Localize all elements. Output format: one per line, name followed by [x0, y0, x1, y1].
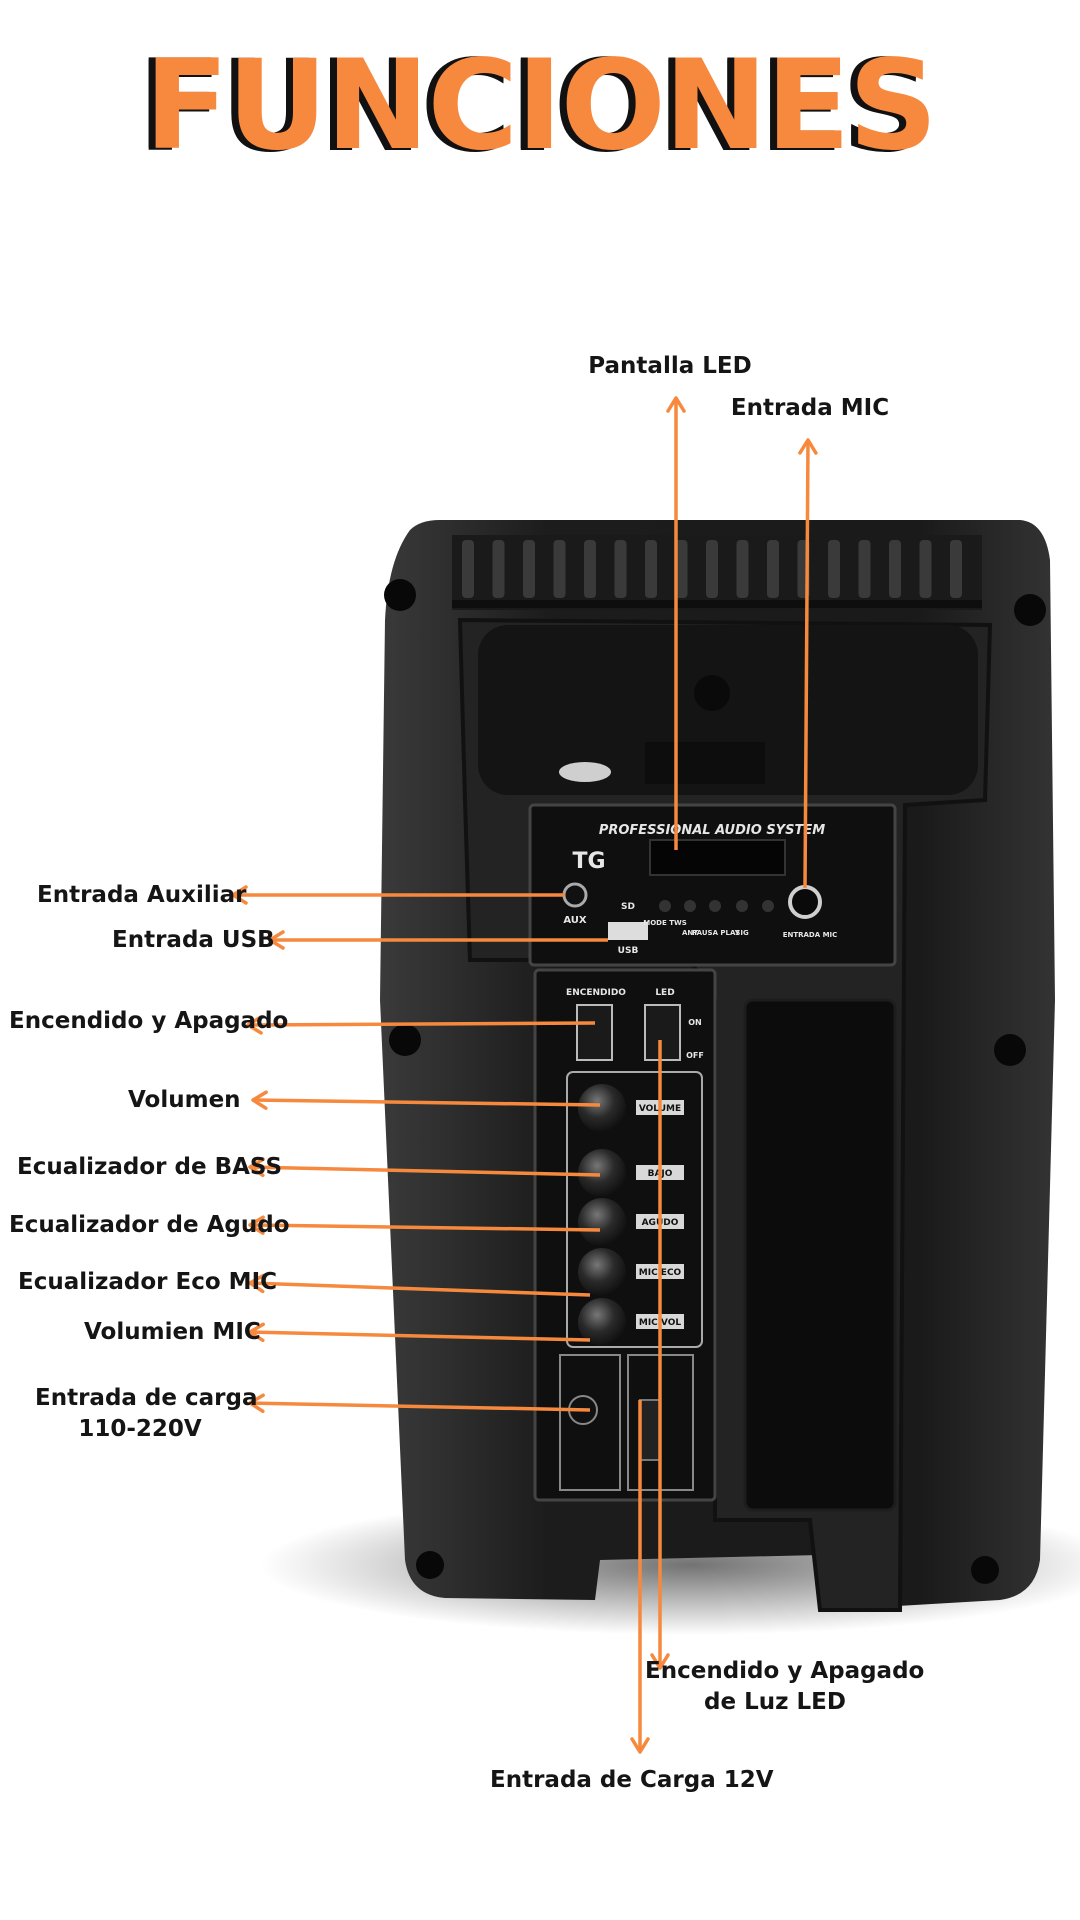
grille-slot	[736, 540, 749, 598]
arrow-head-entrada-carga-12v	[630, 1737, 650, 1754]
arrow-head-volumen-mic	[248, 1322, 265, 1343]
grille-slot	[553, 540, 566, 598]
callout-entrada-usb: Entrada USB	[112, 927, 275, 953]
callout-ecualizador-agudo: Ecualizador de Agudo	[9, 1212, 290, 1238]
svg-text:MODE TWS: MODE TWS	[643, 919, 686, 927]
grille-slot	[706, 540, 718, 598]
power-switch	[576, 1004, 613, 1061]
arrow-line-ecualizador-eco-mic	[249, 1281, 591, 1297]
arrow-line-ecualizador-agudo	[249, 1223, 601, 1232]
callout-ecualizador-bass: Ecualizador de BASS	[17, 1154, 283, 1180]
grille-slots	[462, 540, 962, 598]
svg-text:ENTRADA MIC: ENTRADA MIC	[783, 931, 838, 939]
page-title: FUNCIONES	[144, 34, 938, 178]
arrow-head-volumen	[251, 1090, 268, 1110]
arrow-head-ecualizador-agudo	[248, 1215, 265, 1235]
grille-slot	[767, 540, 779, 598]
grille-slot	[828, 540, 840, 598]
speaker-body	[380, 520, 1055, 1612]
volume-knob	[578, 1084, 626, 1132]
lower-panel: ENCENDIDO LED ON OFF VOLUME BAJO AGUDO M…	[533, 968, 717, 1502]
grille-slot	[462, 540, 474, 598]
callout-encendido-apagado: Encendido y Apagado	[9, 1008, 289, 1034]
mic-echo-knob	[578, 1248, 626, 1296]
callout-entrada-carga-12v: Entrada de Carga 12V	[490, 1767, 774, 1793]
callout-volumen: Volumen	[128, 1087, 241, 1113]
brand-mark: TG	[572, 849, 605, 874]
callout-encendido-luz-led-line2: de Luz LED	[704, 1689, 846, 1715]
callout-entrada-mic: Entrada MIC	[730, 395, 890, 421]
callout-entrada-carga-line2: 110-220V	[78, 1416, 202, 1442]
arrow-head-encendido-apagado	[246, 1015, 263, 1035]
svg-text:OFF: OFF	[686, 1051, 704, 1060]
arrow-line-volumen	[252, 1098, 601, 1107]
led-display	[649, 839, 786, 876]
svg-text:AUX: AUX	[563, 915, 587, 926]
grille-slot	[645, 540, 657, 598]
grille-slot	[523, 540, 535, 598]
arrow-line-entrada-carga	[249, 1401, 591, 1412]
treble-knob	[578, 1198, 626, 1246]
svg-text:USB: USB	[618, 946, 639, 956]
grille-slot	[492, 540, 505, 598]
svg-text:SIG: SIG	[735, 929, 749, 937]
svg-text:SD: SD	[621, 902, 635, 912]
arrow-line-entrada-mic	[803, 439, 810, 889]
callout-volumen-mic: Volumien MIC	[84, 1319, 261, 1345]
grille-slot	[858, 540, 871, 598]
callout-encendido-luz-led: Encendido y Apagado de Luz LED	[645, 1656, 925, 1718]
arrow-head-entrada-carga	[248, 1393, 265, 1414]
grille-slot	[584, 540, 596, 598]
svg-text:LED: LED	[655, 988, 674, 998]
bass-knob	[578, 1149, 626, 1197]
arrow-head-ecualizador-bass	[248, 1157, 265, 1178]
grille-slot	[614, 540, 627, 598]
callout-arrows	[231, 396, 818, 1754]
led-switch	[644, 1004, 681, 1061]
arrow-head-entrada-mic	[798, 438, 818, 455]
arrow-head-encendido-luz-led	[650, 1653, 670, 1670]
grille-slot	[675, 540, 688, 598]
svg-text:PAUSA PLAY: PAUSA PLAY	[692, 929, 741, 937]
panel-title: PROFESSIONAL AUDIO SYSTEM	[599, 823, 825, 838]
arrow-head-entrada-usb	[268, 930, 285, 950]
arrow-head-ecualizador-eco-mic	[248, 1273, 266, 1294]
usb-port	[608, 922, 648, 940]
mic-volume-knob	[578, 1298, 626, 1346]
grille-slot	[950, 540, 962, 598]
grille-slot	[889, 540, 901, 598]
arrow-head-entrada-auxiliar	[231, 885, 248, 905]
svg-text:ON: ON	[688, 1018, 702, 1027]
callout-entrada-auxiliar: Entrada Auxiliar	[37, 882, 247, 908]
arrow-line-ecualizador-bass	[249, 1165, 601, 1177]
svg-text:ENCENDIDO: ENCENDIDO	[566, 988, 626, 998]
callout-encendido-luz-led-line1: Encendido y Apagado	[645, 1658, 925, 1684]
aux-jack	[562, 882, 588, 908]
grille-slot	[919, 540, 932, 598]
callout-pantalla-led: Pantalla LED	[588, 353, 752, 379]
callout-entrada-carga-line1: Entrada de carga	[35, 1385, 258, 1411]
arrow-head-pantalla-led	[666, 396, 686, 413]
callout-entrada-carga: Entrada de carga 110-220V	[35, 1383, 258, 1445]
arrow-line-volumen-mic	[249, 1330, 591, 1342]
arrow-line-encendido-apagado	[247, 1021, 596, 1027]
mic-jack	[788, 885, 822, 919]
svg-text:ANT: ANT	[682, 929, 698, 937]
dc-input	[639, 1399, 661, 1461]
callout-ecualizador-eco-mic: Ecualizador Eco MIC	[18, 1269, 278, 1295]
